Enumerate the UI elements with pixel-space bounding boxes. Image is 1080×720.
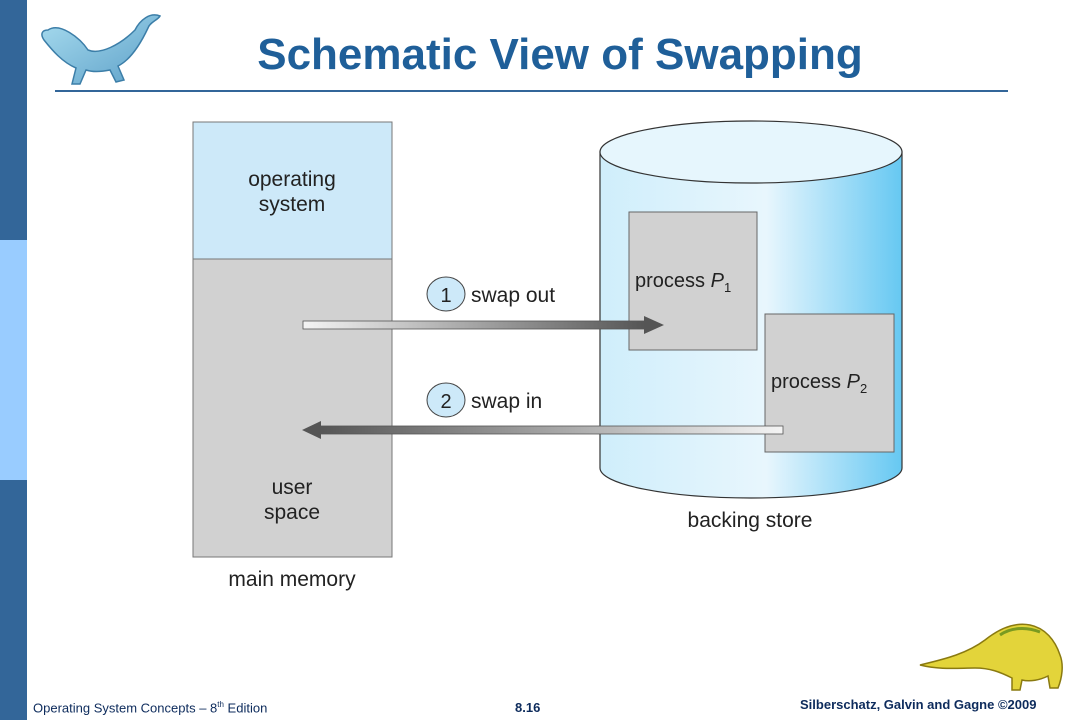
user-space-label-line1: user [272, 476, 313, 499]
step-2-label: swap in [471, 390, 542, 413]
footer-book-title: Operating System Concepts – 8th Edition [33, 700, 268, 716]
os-label-line1: operating [248, 168, 336, 191]
footer-page-number: 8.16 [515, 700, 541, 715]
sidebar-stripe-light [0, 240, 27, 480]
dinosaur-logo-top [41, 14, 162, 85]
process-p2-box [764, 313, 895, 453]
user-space-label-line2: space [264, 501, 320, 524]
swap-out-arrowhead [644, 316, 664, 334]
step-1-number: 1 [440, 285, 451, 307]
step-2-number: 2 [440, 391, 451, 413]
step-1-badge [426, 276, 466, 312]
os-region [192, 121, 393, 260]
user-space-region [192, 258, 393, 558]
footer-copyright: Silberschatz, Galvin and Gagne ©2009 [800, 697, 1037, 712]
process-p2-label: process P2 [771, 371, 867, 396]
backing-store-caption: backing store [688, 509, 813, 532]
slide-title: Schematic View of Swapping [257, 30, 863, 79]
main-memory-caption: main memory [228, 568, 356, 591]
step-2-badge [426, 382, 466, 418]
os-label-line2: system [259, 193, 326, 216]
swap-out-arrow-shaft [302, 320, 646, 330]
step-1-label: swap out [471, 284, 555, 307]
swap-in-arrowhead [302, 421, 321, 439]
title-divider [55, 90, 1008, 92]
swap-in-arrow-shaft [319, 425, 784, 435]
dinosaur-logo-bottom [919, 623, 1063, 691]
process-p1-label: process P1 [635, 270, 731, 295]
cylinder-top [599, 120, 903, 184]
